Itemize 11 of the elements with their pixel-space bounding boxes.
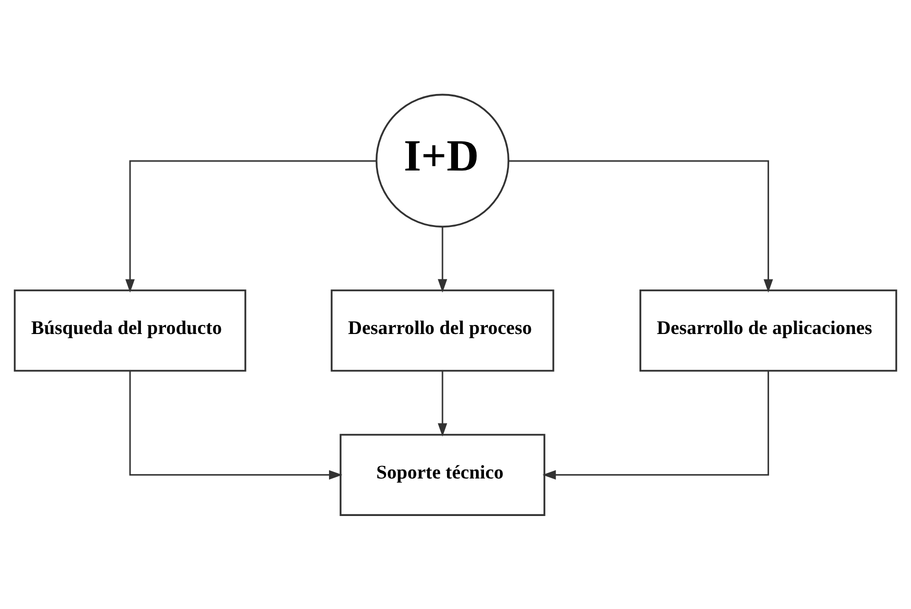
arrow [542, 370, 770, 480]
node-circle: I+D [376, 93, 510, 228]
node-box: Desarrollo de aplicaciones [639, 289, 898, 372]
arrow [129, 370, 342, 480]
arrow [508, 160, 773, 292]
arrow [438, 226, 448, 292]
arrow [438, 370, 448, 436]
node-box: Desarrollo del proceso [330, 289, 554, 372]
node-box: Soporte técnico [340, 433, 546, 516]
node-box: Búsqueda del producto [14, 289, 246, 372]
arrow [125, 160, 377, 292]
